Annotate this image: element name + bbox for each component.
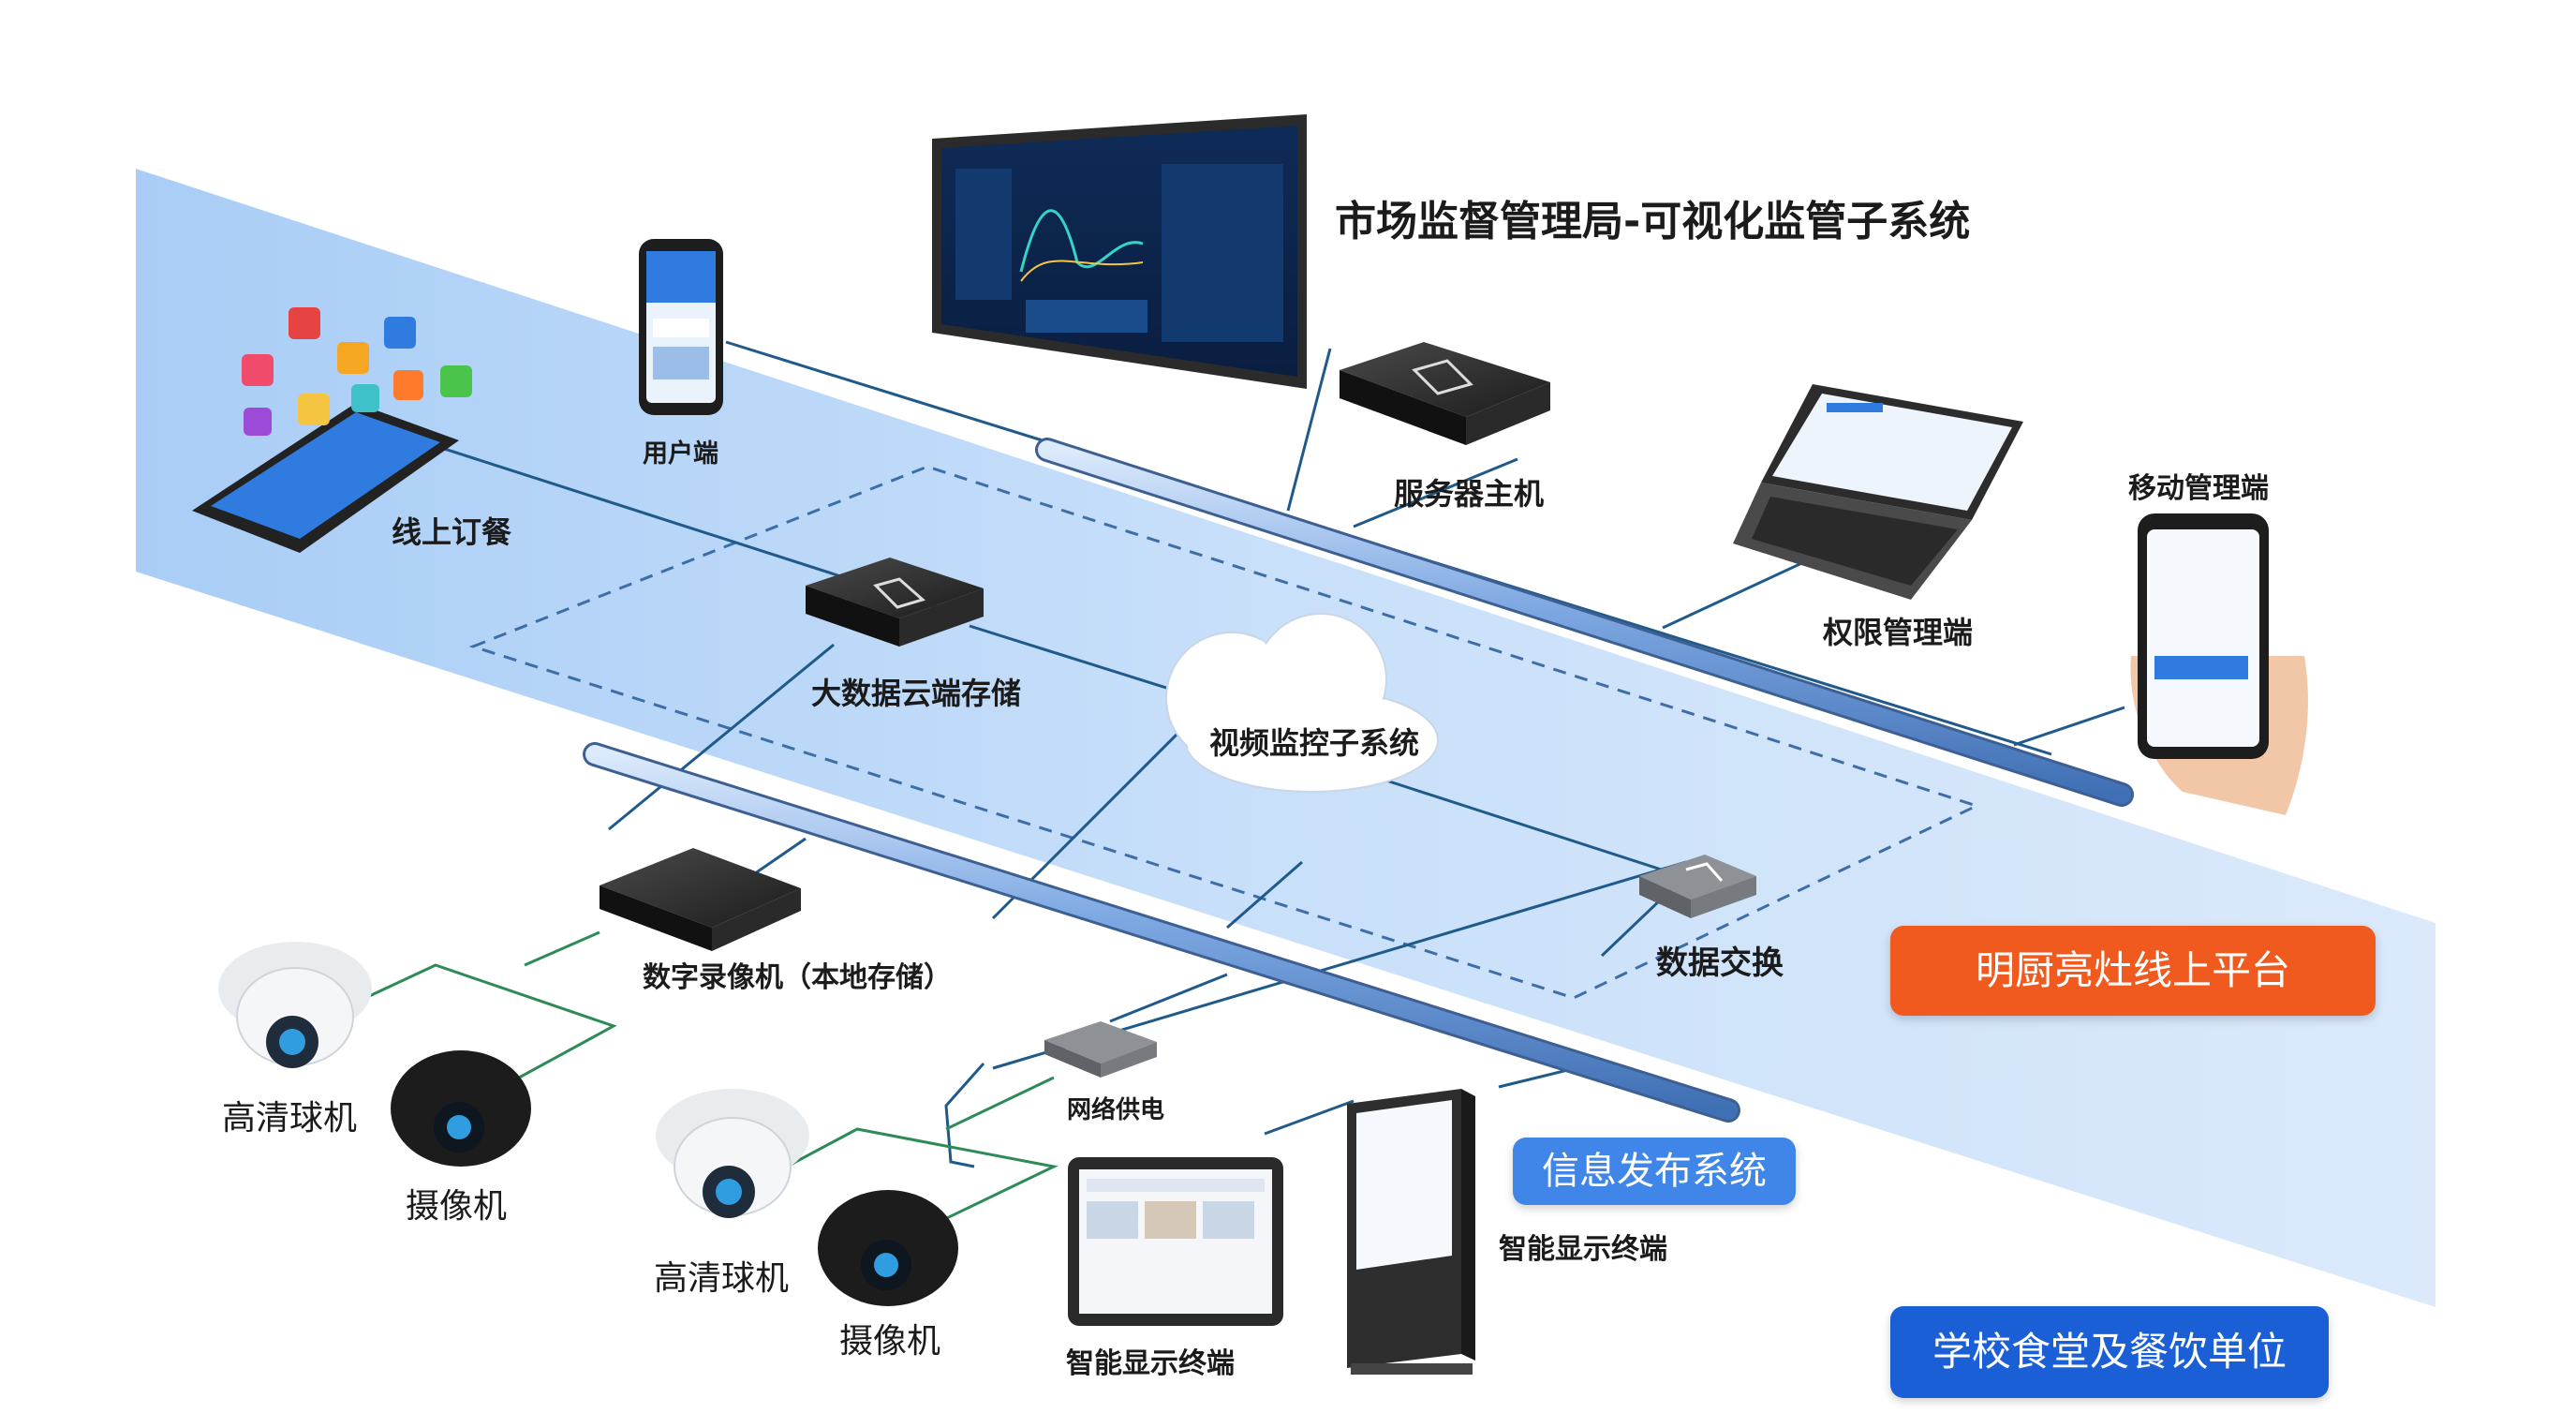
- label-smart-display-kiosk: 智能显示终端: [1499, 1233, 1667, 1266]
- video-subsystem-boundary: [468, 465, 1981, 1000]
- label-poe: 网络供电: [1067, 1096, 1165, 1124]
- bigdata-storage-device: [806, 558, 984, 647]
- info-release-badge: 信息发布系统: [1513, 1138, 1796, 1205]
- laptop-icon: [1733, 384, 2023, 600]
- data-switch-device: [1639, 855, 1756, 918]
- label-smart-display-tv: 智能显示终端: [1066, 1347, 1235, 1380]
- hd-dome-camera-icon-2: [656, 1089, 809, 1218]
- label-camera-2: 摄像机: [839, 1322, 941, 1361]
- backbone-pipes: [583, 438, 2134, 1123]
- school-badge: 学校食堂及餐饮单位: [1890, 1306, 2329, 1398]
- regulator-dashboard-monitor: [932, 114, 1307, 389]
- poe-switch-device: [1044, 1021, 1157, 1078]
- label-server-host: 服务器主机: [1394, 476, 1545, 512]
- online-order-phone-icon: [192, 307, 472, 553]
- label-mobile-admin: 移动管理端: [2128, 472, 2269, 505]
- dvr-device: [600, 848, 801, 951]
- bullet-camera-icon-2: [818, 1190, 958, 1306]
- connection-lines: [432, 340, 2125, 1168]
- label-hd-dome-2: 高清球机: [654, 1259, 790, 1298]
- tablet-display-icon: [1068, 1157, 1283, 1326]
- hd-dome-camera-icon-1: [218, 942, 372, 1068]
- label-dvr: 数字录像机（本地存储）: [643, 961, 952, 994]
- label-data-switch: 数据交换: [1656, 945, 1784, 982]
- label-online-order: 线上订餐: [392, 514, 512, 550]
- mobile-admin-phone-icon: [2130, 513, 2308, 815]
- server-host-device: [1340, 342, 1550, 445]
- diagram-title: 市场监督管理局-可视化监管子系统: [1335, 198, 1971, 245]
- label-user-end: 用户端: [643, 439, 718, 469]
- bullet-camera-icon-1: [391, 1050, 531, 1167]
- cloud-shape: [1165, 613, 1439, 793]
- label-video-subsystem: 视频监控子系统: [1209, 725, 1420, 761]
- kiosk-display-icon: [1347, 1089, 1475, 1375]
- label-permission-admin: 权限管理端: [1823, 615, 1974, 650]
- label-camera-1: 摄像机: [406, 1187, 508, 1226]
- platform-badge: 明厨亮灶线上平台: [1890, 926, 2376, 1016]
- camera-cabling: [364, 930, 1059, 1229]
- label-hd-dome-1: 高清球机: [222, 1099, 358, 1138]
- label-bigdata-cloud: 大数据云端存储: [811, 676, 1022, 711]
- user-phone-icon: [639, 239, 723, 415]
